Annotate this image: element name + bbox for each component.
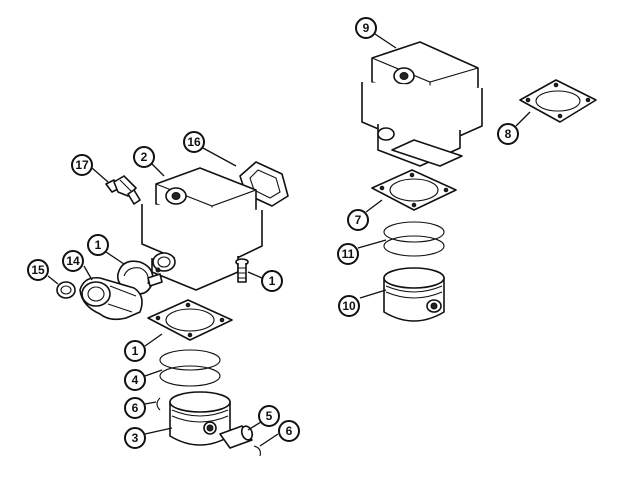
callout-5: 5 xyxy=(258,405,280,427)
svg-text:5: 5 xyxy=(266,409,273,423)
svg-text:14: 14 xyxy=(66,254,80,268)
svg-text:3: 3 xyxy=(132,431,139,445)
base-gasket-right xyxy=(371,169,457,211)
svg-text:16: 16 xyxy=(187,135,201,149)
spark-plug xyxy=(105,175,141,205)
callout-3: 3 xyxy=(124,427,146,449)
circlip-upper xyxy=(156,397,161,411)
svg-text:1: 1 xyxy=(269,274,276,288)
callout-6-upper: 6 xyxy=(124,397,146,419)
callout-15: 15 xyxy=(27,259,49,281)
svg-text:8: 8 xyxy=(505,127,512,141)
piston-right xyxy=(383,267,445,322)
callout-1-gasket: 1 xyxy=(124,340,146,362)
svg-text:1: 1 xyxy=(95,238,102,252)
base-gasket-left xyxy=(147,299,233,341)
callout-6-lower: 6 xyxy=(278,420,300,442)
callout-1-clamp: 1 xyxy=(87,234,109,256)
intake-manifold xyxy=(79,276,143,321)
svg-text:6: 6 xyxy=(132,401,139,415)
callout-11: 11 xyxy=(337,243,359,265)
piston-rings-right xyxy=(383,221,445,257)
svg-text:10: 10 xyxy=(342,299,356,313)
callout-17: 17 xyxy=(71,154,93,176)
piston-rings-left xyxy=(159,349,221,387)
piston-left xyxy=(169,391,231,446)
callout-1-screw: 1 xyxy=(261,270,283,292)
svg-text:1: 1 xyxy=(132,344,139,358)
callout-16: 16 xyxy=(183,131,205,153)
piston-pin xyxy=(219,425,254,449)
gasket-right xyxy=(519,79,597,123)
callout-2: 2 xyxy=(133,146,155,168)
plug xyxy=(56,281,76,299)
cylinder-left xyxy=(141,167,263,291)
screw xyxy=(235,258,249,283)
callout-9: 9 xyxy=(355,17,377,39)
leader-lines xyxy=(47,33,531,447)
callout-8: 8 xyxy=(497,123,519,145)
svg-text:6: 6 xyxy=(286,424,293,438)
circlip-lower xyxy=(253,445,261,457)
cylinder-right xyxy=(361,41,483,167)
callout-10: 10 xyxy=(338,295,360,317)
svg-text:7: 7 xyxy=(355,213,362,227)
svg-text:17: 17 xyxy=(75,158,89,172)
svg-text:4: 4 xyxy=(132,373,139,387)
svg-text:11: 11 xyxy=(342,247,355,261)
svg-text:15: 15 xyxy=(31,263,45,277)
callout-4: 4 xyxy=(124,369,146,391)
callout-7: 7 xyxy=(347,209,369,231)
svg-text:2: 2 xyxy=(141,150,148,164)
svg-text:9: 9 xyxy=(363,21,370,35)
callout-14: 14 xyxy=(62,250,84,272)
